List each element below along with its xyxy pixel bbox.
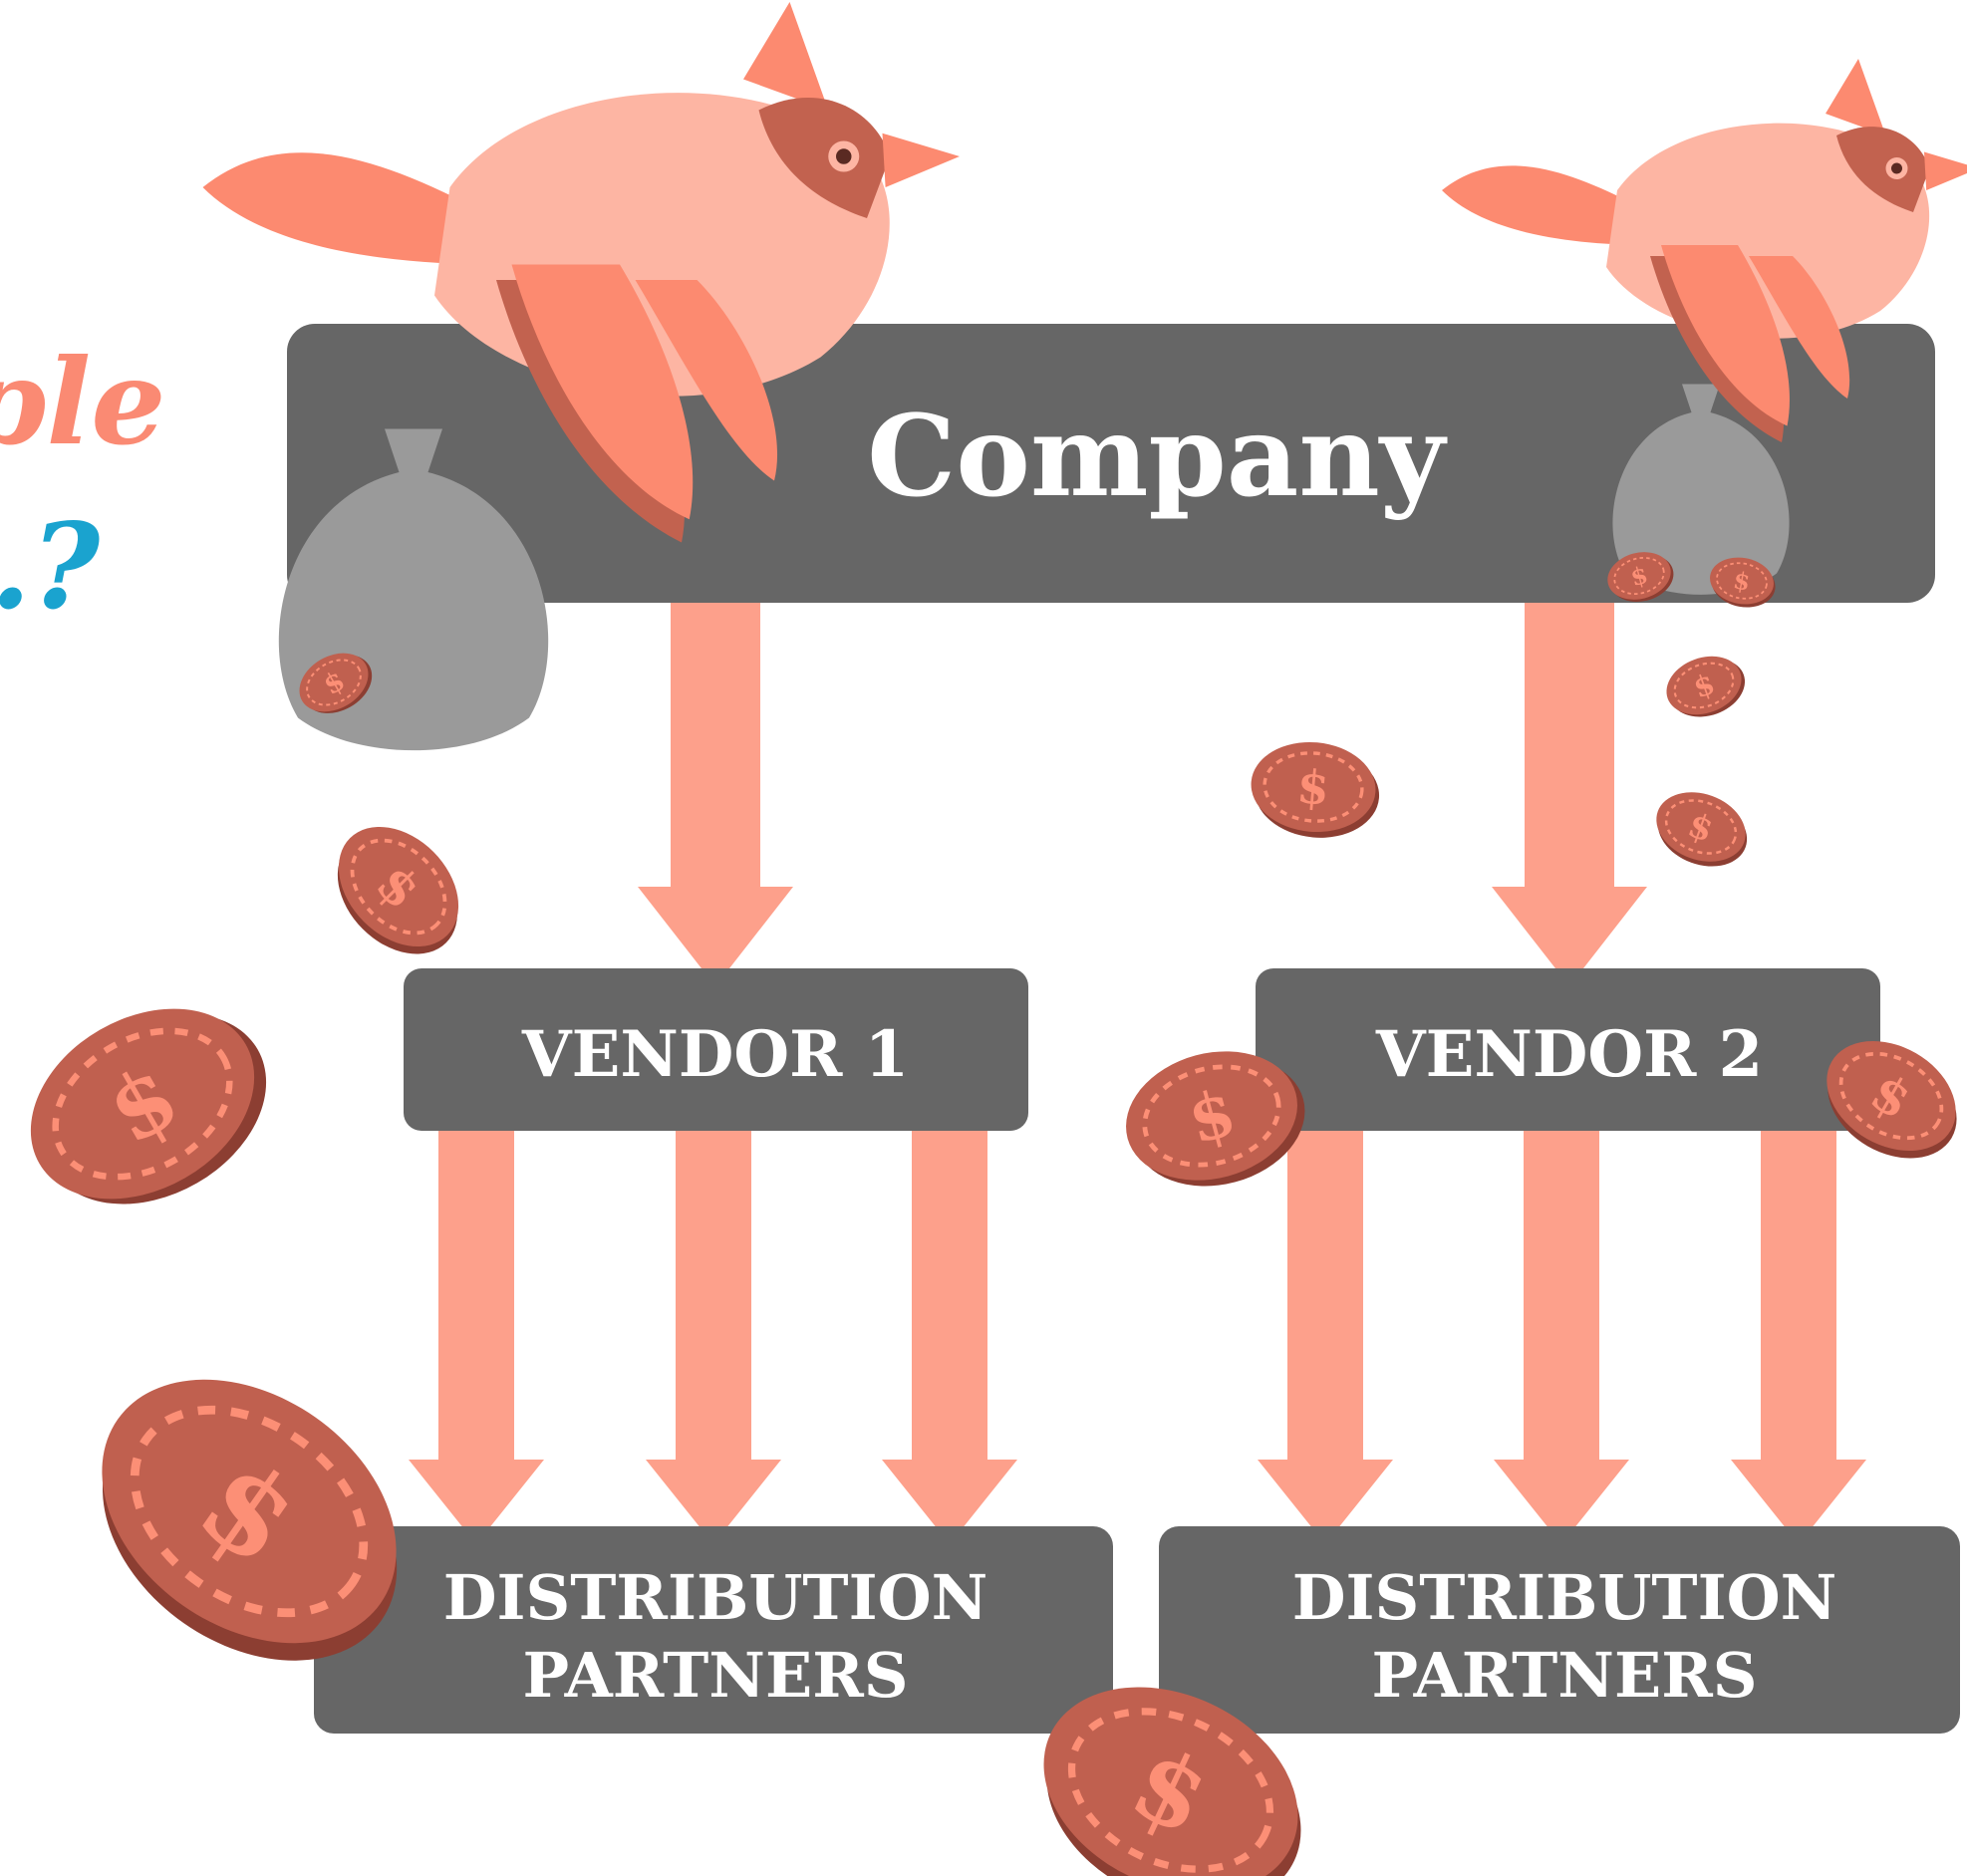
dist2-label-line1: DISTRIBUTION xyxy=(1292,1561,1837,1634)
dollar-coin-icon xyxy=(309,801,487,980)
dist2-label-line2: PARTNERS xyxy=(1371,1639,1757,1712)
vendor1-label: VENDOR 1 xyxy=(521,1017,909,1092)
dollar-coin-icon xyxy=(1245,735,1385,845)
dist2-box xyxy=(1159,1526,1960,1734)
dollar-coin-icon xyxy=(1657,644,1755,729)
dist1-box xyxy=(314,1526,1113,1734)
vendor2-box xyxy=(1256,968,1880,1131)
arrow-vendor2-to-dist2-c xyxy=(1731,1131,1866,1544)
dollar-coin-icon xyxy=(0,966,300,1246)
arrow-vendor1-to-dist1-a xyxy=(409,1131,544,1544)
company-label: Company xyxy=(867,392,1448,522)
dollar-coin-icon xyxy=(1643,779,1760,880)
vendor2-label: VENDOR 2 xyxy=(1375,1017,1763,1092)
dist1-label-line1: DISTRIBUTION xyxy=(443,1561,988,1634)
arrow-vendor2-to-dist2-b xyxy=(1494,1131,1629,1544)
partial-heading-line1: ple xyxy=(0,333,165,471)
arrow-company-to-vendor2 xyxy=(1492,603,1647,986)
arrow-vendor2-to-dist2-a xyxy=(1258,1131,1393,1544)
vendor1-box xyxy=(404,968,1028,1131)
arrow-vendor1-to-dist1-b xyxy=(646,1131,781,1544)
dist1-label-line2: PARTNERS xyxy=(522,1639,908,1712)
arrow-vendor1-to-dist1-c xyxy=(882,1131,1017,1544)
partial-heading-line2: .? xyxy=(0,497,102,636)
arrow-company-to-vendor1 xyxy=(638,603,793,986)
